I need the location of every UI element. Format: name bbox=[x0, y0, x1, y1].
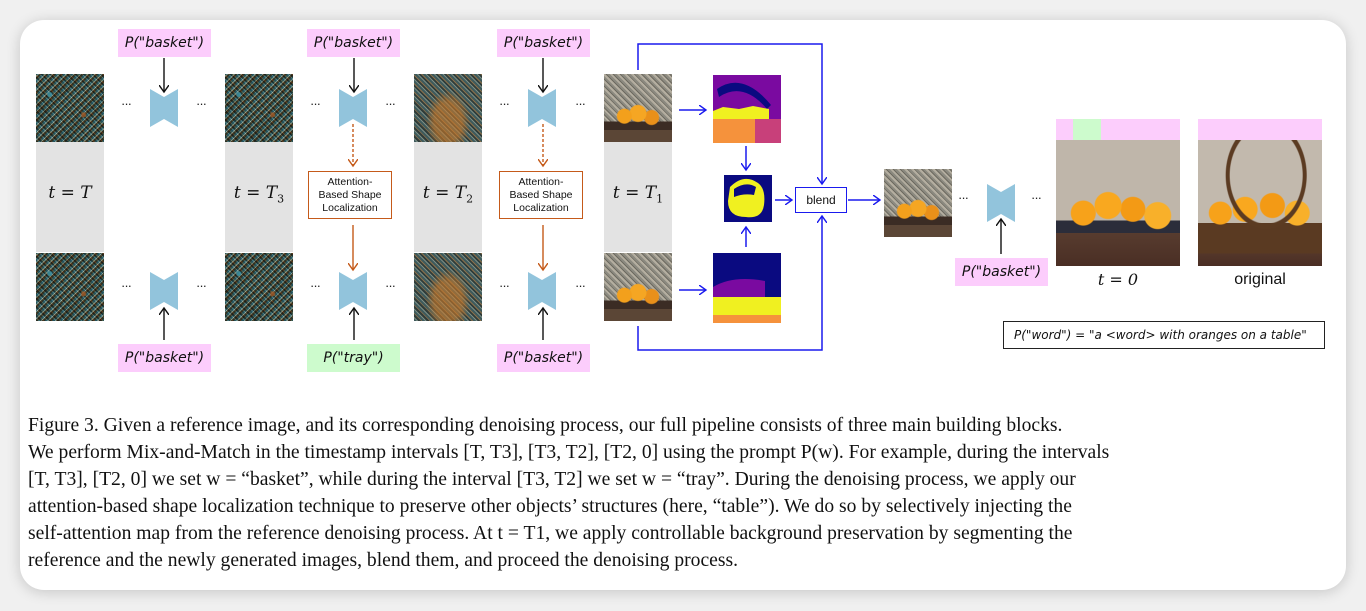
segmentation-map-reference bbox=[713, 75, 781, 143]
ellipsis: ··· bbox=[575, 278, 586, 293]
prompt-top-2: P("basket") bbox=[307, 29, 400, 57]
timestep-band-T2 bbox=[414, 142, 482, 252]
unet-icon bbox=[339, 272, 367, 310]
reference-image-T1 bbox=[604, 74, 672, 142]
segmentation-mask-blended bbox=[724, 175, 772, 222]
noisy-latent-reference-T3 bbox=[225, 74, 293, 142]
unet-icon bbox=[987, 184, 1015, 222]
prompt-top-1: P("basket") bbox=[118, 29, 211, 57]
output-label-original: original bbox=[1234, 271, 1286, 288]
ellipsis: ··· bbox=[121, 278, 132, 293]
ellipsis: ··· bbox=[121, 96, 132, 111]
ellipsis: ··· bbox=[385, 96, 396, 111]
caption-line: We perform Mix-and-Match in the timestam… bbox=[28, 442, 1110, 463]
timestep-band-T1 bbox=[604, 142, 672, 252]
prompt-final: P("basket") bbox=[955, 258, 1048, 286]
caption-line: [T, T3], [T2, 0] we set w = “basket”, wh… bbox=[28, 469, 1076, 490]
noisy-latent-edited-T bbox=[36, 253, 104, 321]
prompt-bottom-1: P("basket") bbox=[118, 344, 211, 372]
unet-icon bbox=[528, 89, 556, 127]
edited-image-T1 bbox=[604, 253, 672, 321]
timestep-band-T3 bbox=[225, 142, 293, 252]
timestep-label-T2: t = T2 bbox=[422, 183, 474, 206]
diagram-arrows bbox=[150, 43, 1015, 351]
ellipsis: ··· bbox=[575, 96, 586, 111]
prompt-bottom-3: P("basket") bbox=[497, 344, 590, 372]
prompt-top-3: P("basket") bbox=[497, 29, 590, 57]
timestep-band-T bbox=[36, 142, 104, 252]
figure-caption: Figure 3. Given a reference image, and i… bbox=[28, 412, 1336, 574]
noisy-latent-reference-T bbox=[36, 74, 104, 142]
output-label-t0: t = 0 bbox=[1097, 270, 1139, 289]
segmentation-map-edited bbox=[713, 253, 781, 323]
unet-icon bbox=[339, 89, 367, 127]
caption-line: self-attention map from the reference de… bbox=[28, 523, 1073, 544]
ellipsis: ··· bbox=[310, 278, 321, 293]
caption-line: attention-based shape localization techn… bbox=[28, 496, 1072, 517]
unet-icon bbox=[528, 272, 556, 310]
ellipsis: ··· bbox=[499, 278, 510, 293]
timestep-label-T1: t = T1 bbox=[612, 183, 664, 206]
caption-line: reference and the newly generated images… bbox=[28, 550, 738, 571]
prompt-legend: P("word") = "a <word> with oranges on a … bbox=[1003, 321, 1325, 349]
noisy-latent-edited-T2 bbox=[414, 253, 482, 321]
ellipsis: ··· bbox=[385, 278, 396, 293]
ellipsis: ··· bbox=[499, 96, 510, 111]
noisy-latent-edited-T3 bbox=[225, 253, 293, 321]
caption-line: Figure 3. Given a reference image, and i… bbox=[28, 415, 1063, 436]
ellipsis: ··· bbox=[196, 278, 207, 293]
original-image bbox=[1198, 119, 1322, 266]
blend-block: blend bbox=[795, 187, 847, 213]
timestep-label-T: t = T bbox=[48, 183, 92, 203]
unet-icon bbox=[150, 272, 178, 310]
ellipsis: ··· bbox=[310, 96, 321, 111]
unet-icon bbox=[150, 89, 178, 127]
ellipsis: ··· bbox=[958, 190, 969, 205]
noisy-latent-reference-T2 bbox=[414, 74, 482, 142]
blended-latent-image bbox=[884, 169, 952, 237]
generated-image-t0 bbox=[1056, 119, 1180, 266]
ellipsis: ··· bbox=[196, 96, 207, 111]
ellipsis: ··· bbox=[1031, 190, 1042, 205]
timestep-label-T3: t = T3 bbox=[233, 183, 285, 206]
prompt-bottom-2: P("tray") bbox=[307, 344, 400, 372]
